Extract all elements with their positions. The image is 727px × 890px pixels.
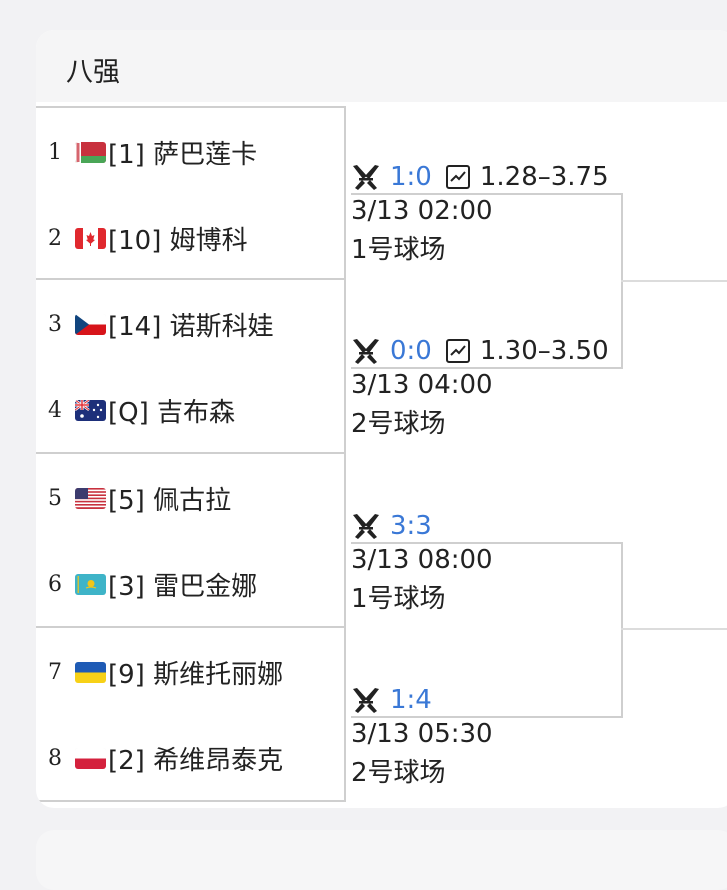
crossed-swords-icon bbox=[353, 165, 379, 190]
player-row-6[interactable]: 6 [3] 雷巴金娜 bbox=[48, 564, 257, 604]
player-row-4[interactable]: 4 [Q] 吉布 bbox=[48, 390, 235, 430]
player-name: [3] 雷巴金娜 bbox=[108, 571, 258, 602]
player-name: [14] 诺斯科娃 bbox=[108, 311, 274, 342]
player-row-8[interactable]: 8 [2] 希维昂泰克 bbox=[48, 738, 283, 778]
match-score: 0:0 bbox=[390, 336, 432, 366]
player-name: [2] 希维昂泰克 bbox=[108, 745, 284, 776]
crossed-swords-icon bbox=[353, 514, 379, 539]
player-position: 2 bbox=[48, 225, 62, 251]
next-section-card bbox=[36, 830, 727, 890]
flag-australia-icon bbox=[75, 399, 106, 421]
crossed-swords-icon bbox=[353, 339, 379, 364]
match-score: 3:3 bbox=[390, 511, 432, 541]
round-header: 八强 bbox=[36, 30, 727, 102]
trend-chart-icon bbox=[445, 339, 470, 363]
flag-kazakhstan-icon bbox=[75, 573, 106, 595]
flag-ukraine-icon bbox=[75, 661, 106, 683]
player-row-7[interactable]: 7 [9] 斯维托丽娜 bbox=[48, 652, 283, 692]
match-1-score-row[interactable]: 1:0 1.28–3.75 bbox=[350, 162, 609, 192]
player-position: 1 bbox=[48, 139, 62, 165]
player-position: 3 bbox=[48, 311, 62, 337]
flag-belarus-icon bbox=[75, 141, 106, 163]
match-2-time: 3/13 04:00 bbox=[351, 370, 493, 400]
match-1-time: 3/13 02:00 bbox=[351, 196, 493, 226]
player-row-5[interactable]: 5 [5] 佩古拉 bbox=[48, 478, 231, 518]
player-row-2[interactable]: 2 [10] 姆博科 bbox=[48, 218, 248, 258]
flag-canada-icon bbox=[75, 227, 106, 249]
next-round-line-1 bbox=[621, 280, 727, 282]
match-score: 1:0 bbox=[390, 162, 432, 192]
player-pair-3: 5 [5] 佩古拉 6 bbox=[36, 454, 346, 628]
player-position: 6 bbox=[48, 571, 62, 597]
match-connector-2 bbox=[351, 542, 623, 718]
bracket-card: 八强 1 [1] 萨巴莲卡 2 bbox=[36, 30, 727, 808]
player-row-1[interactable]: 1 [1] 萨巴莲卡 bbox=[48, 132, 257, 172]
player-pair-1: 1 [1] 萨巴莲卡 2 bbox=[36, 106, 346, 280]
match-4-time: 3/13 05:30 bbox=[351, 719, 493, 749]
trend-chart-icon bbox=[445, 165, 470, 189]
player-name: [5] 佩古拉 bbox=[108, 485, 232, 516]
match-3-court: 1号球场 bbox=[351, 584, 446, 614]
flag-usa-icon bbox=[75, 487, 106, 509]
player-name: [10] 姆博科 bbox=[108, 225, 248, 256]
player-position: 5 bbox=[48, 485, 62, 511]
player-position: 8 bbox=[48, 745, 62, 771]
match-4-court: 2号球场 bbox=[351, 758, 446, 788]
match-4-score-row[interactable]: 1:4 bbox=[350, 685, 446, 715]
flag-czech-icon bbox=[75, 313, 106, 335]
player-name: [9] 斯维托丽娜 bbox=[108, 659, 284, 690]
player-pair-2: 3 [14] 诺斯科娃 4 bbox=[36, 280, 346, 454]
player-position: 4 bbox=[48, 397, 62, 423]
player-position: 7 bbox=[48, 659, 62, 685]
flag-poland-icon bbox=[75, 747, 106, 769]
match-score: 1:4 bbox=[390, 685, 432, 715]
player-name: [Q] 吉布森 bbox=[108, 397, 236, 428]
match-odds: 1.30–3.50 bbox=[479, 336, 609, 366]
player-pair-4: 7 [9] 斯维托丽娜 8 [2] 希维昂泰克 bbox=[36, 628, 346, 802]
match-odds: 1.28–3.75 bbox=[479, 162, 609, 192]
round-title: 八强 bbox=[66, 57, 120, 88]
player-name: [1] 萨巴莲卡 bbox=[108, 139, 258, 170]
crossed-swords-icon bbox=[353, 688, 379, 713]
player-row-3[interactable]: 3 [14] 诺斯科娃 bbox=[48, 304, 274, 344]
match-3-score-row[interactable]: 3:3 bbox=[350, 511, 446, 541]
match-2-score-row[interactable]: 0:0 1.30–3.50 bbox=[350, 336, 609, 366]
match-2-court: 2号球场 bbox=[351, 409, 446, 439]
match-1-court: 1号球场 bbox=[351, 235, 446, 265]
match-3-time: 3/13 08:00 bbox=[351, 545, 493, 575]
next-round-line-2 bbox=[621, 628, 727, 630]
